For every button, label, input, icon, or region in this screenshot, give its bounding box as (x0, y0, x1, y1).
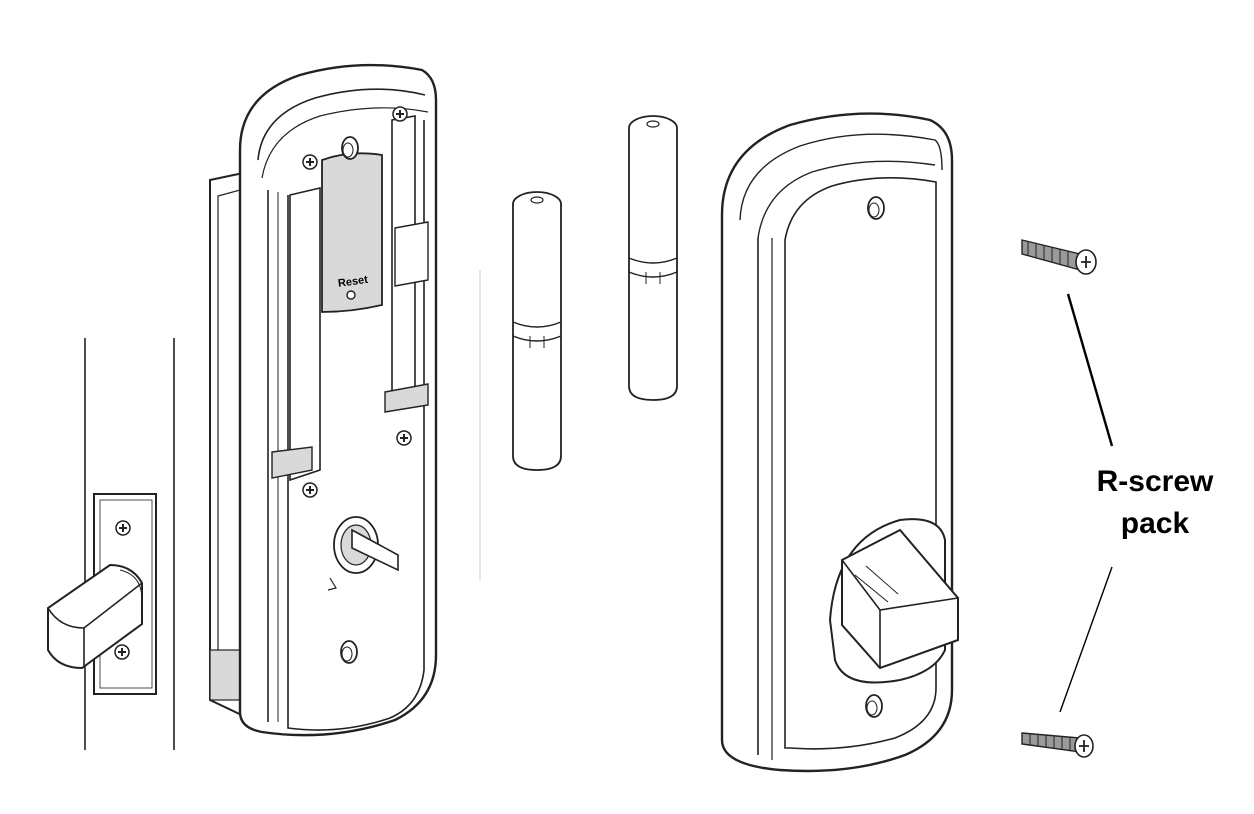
tailpiece (327, 516, 399, 591)
callout-label-line2: pack (1121, 507, 1190, 540)
mount-hole-bottom-icon (340, 640, 358, 664)
callout-label-line1: R-screw (1097, 465, 1214, 498)
reset-label: Reset (337, 274, 369, 290)
mount-hole-top-icon (341, 136, 359, 160)
cover-hole-bottom-icon (865, 694, 883, 718)
body-screw-1-icon (392, 106, 408, 122)
latch-bolt (47, 563, 143, 670)
strike-screw-top-icon (115, 520, 131, 536)
body-screw-2-icon (302, 154, 318, 170)
screw-bottom (1021, 732, 1094, 758)
thumb-turn (828, 518, 959, 684)
callout-leader-top (1066, 293, 1114, 447)
body-screw-4-icon (302, 482, 318, 498)
battery-left (512, 191, 562, 471)
body-screw-3-icon (396, 430, 412, 446)
reset-panel (321, 152, 383, 313)
screw-top (1021, 239, 1097, 275)
strike-screw-bottom-icon (114, 644, 130, 660)
reset-button-icon (346, 290, 356, 300)
battery-cover (720, 112, 959, 773)
callout: R-screw pack (1059, 293, 1214, 713)
door-latch-assembly (47, 338, 175, 750)
callout-leader-bottom (1059, 566, 1113, 713)
interior-lock-body: Reset (209, 63, 438, 737)
battery-right (628, 115, 678, 401)
cover-hole-top-icon (867, 196, 885, 220)
